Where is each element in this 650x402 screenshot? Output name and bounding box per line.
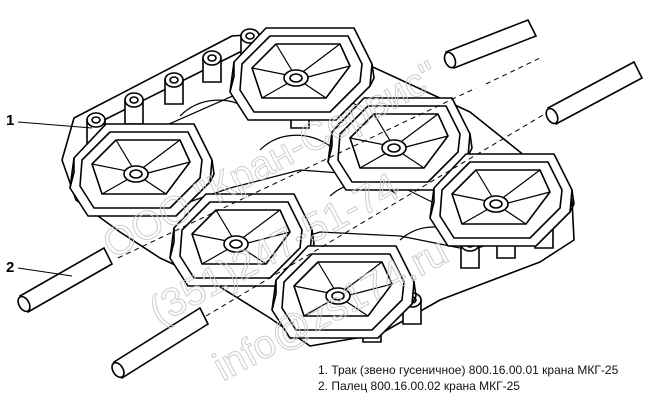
pin-upper-right bbox=[545, 60, 644, 126]
pin-lower-left bbox=[17, 246, 114, 314]
pin-upper-left bbox=[443, 18, 538, 70]
leader-lines bbox=[17, 121, 93, 277]
legend-item-pin: 2. Палец 800.16.00.02 крана МКГ-25 bbox=[318, 379, 520, 393]
parts-legend: 1. Трак (звено гусеничное) 800.16.00.01 … bbox=[318, 362, 618, 394]
callout-2: 2 bbox=[6, 259, 15, 276]
pin-parts bbox=[17, 18, 644, 380]
pin-axis-lines bbox=[117, 57, 549, 317]
legend-item-track-link: 1. Трак (звено гусеничное) 800.16.00.01 … bbox=[318, 363, 619, 377]
callout-1: 1 bbox=[6, 112, 15, 129]
pin-lower-center bbox=[111, 306, 210, 380]
